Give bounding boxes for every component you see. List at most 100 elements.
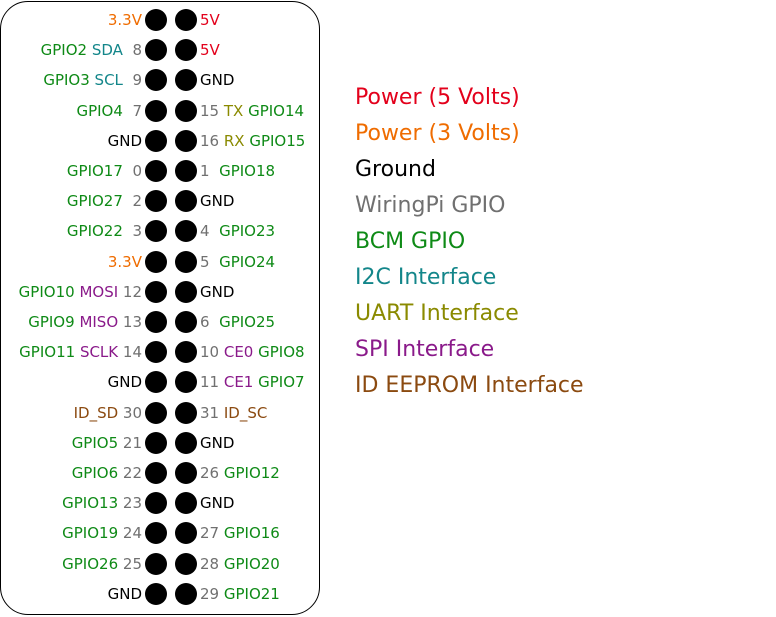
right-pin-label: 4 GPIO23 [200,216,275,246]
pin-label-wiringpi: 28 [200,554,224,573]
pin-label-ground: GND [107,373,142,392]
pin-label-ground: GND [107,131,142,150]
left-pin-label: GPIO5 21 [72,428,142,458]
pin-row: ID_SD 30 31 ID_SC [0,398,320,428]
pin-label-spi: MOSI [74,282,119,301]
pin-even [175,311,197,333]
pin-even [175,250,197,273]
pin-label-bcm: GPIO11 [19,343,76,362]
left-pin-label: GPIO11 SCLK 14 [19,337,142,367]
pin-label-spi: CE0 [223,343,254,362]
pin-label-bcm: GPIO25 [219,313,276,331]
pin-label-spi: CE1 [223,373,254,392]
right-pin-label: 15 TX GPIO14 [200,96,304,126]
right-pin-label: 5V [200,35,220,65]
pin-odd [145,39,167,62]
right-pin-label: GND [200,277,234,307]
pin-row: GPIO3 SCL 9 GND [0,65,320,95]
pin-odd [145,462,167,484]
pin-label-bcm: GPIO6 [71,464,119,482]
pin-label-bcm: GPIO20 [223,554,280,573]
pin-label-ground: GND [200,71,235,90]
pin-label-wiringpi: 26 [200,464,224,482]
right-pin-label: GND [200,65,234,95]
pin-row: GPIO26 25 28 GPIO20 [0,549,320,579]
pin-label-uart: TX [223,101,244,120]
pin-even [175,39,197,62]
right-pin-label: 16 RX GPIO15 [200,126,305,156]
pin-label-bcm: GPIO13 [62,494,119,513]
pin-odd [145,522,167,545]
pin-label-wiringpi: 22 [118,464,142,482]
pin-row: GPIO2 SDA 8 5V [0,35,320,65]
pin-even [175,99,197,122]
pin-label-ground: GND [200,192,235,211]
pin-label-ground: GND [107,584,142,603]
pin-label-wiringpi: 21 [118,433,142,452]
pin-row: GND 16 RX GPIO15 [0,126,320,156]
pin-even [175,220,197,243]
left-pin-label: ID_SD 30 [74,398,142,428]
pin-label-bcm: GPIO16 [223,524,280,543]
legend-item-eeprom: ID EEPROM Interface [355,373,584,398]
pin-label-wiringpi: 14 [118,343,142,362]
legend-item-spi: SPI Interface [355,337,495,362]
pin-label-power3v: 3.3V [107,252,142,271]
pin-odd [145,371,167,394]
pin-label-bcm: GPIO4 [76,101,123,120]
pin-odd [145,129,167,152]
pin-even [175,129,197,152]
pin-label-bcm: GPIO14 [243,101,305,120]
left-pin-label: GPIO3 SCL 9 [43,65,142,95]
pin-label-bcm: GPIO26 [62,554,119,573]
pin-even [175,280,197,303]
pin-odd [145,582,167,605]
legend-item-i2c: I2C Interface [355,265,497,290]
legend-item-ground: Ground [355,157,436,182]
pin-even [175,401,197,424]
pin-even [175,462,197,484]
left-pin-label: GND [108,579,142,609]
pin-label-ground: GND [200,494,235,513]
pin-label-i2c: SDA [87,41,123,60]
pin-label-bcm: GPIO22 [66,222,123,241]
pin-odd [145,431,167,454]
pin-label-eeprom: ID_SD [73,403,119,422]
pin-label-eeprom: ID_SC [223,403,268,422]
pin-label-wiringpi: 15 [200,101,224,120]
pin-label-wiringpi: 0 [122,162,142,180]
pin-odd [145,341,167,364]
pin-label-wiringpi: 27 [200,524,224,543]
pin-label-wiringpi: 5 [200,252,220,271]
pin-even [175,341,197,364]
pin-row: GPIO22 3 4 GPIO23 [0,216,320,246]
pin-even [175,9,197,31]
pin-row: GND 11 CE1 GPIO7 [0,367,320,397]
left-pin-label: GPIO26 25 [62,549,142,579]
pin-label-wiringpi: 11 [200,373,224,392]
right-pin-label: 1 GPIO18 [200,156,275,186]
pin-label-uart: RX [223,131,245,150]
legend-item-uart: UART Interface [355,301,519,326]
left-pin-label: GPIO2 SDA 8 [41,35,142,65]
pin-label-wiringpi: 24 [118,524,142,543]
pin-label-wiringpi: 16 [200,131,224,150]
right-pin-label: GND [200,186,234,216]
right-pin-label: 31 ID_SC [200,398,267,428]
pin-label-bcm: GPIO15 [244,131,306,150]
pin-label-bcm: GPIO23 [219,222,276,241]
left-pin-label: GPIO22 3 [67,216,142,246]
pin-even [175,371,197,394]
header-board-outline [0,1,320,615]
right-pin-label: 11 CE1 GPIO7 [200,367,305,397]
